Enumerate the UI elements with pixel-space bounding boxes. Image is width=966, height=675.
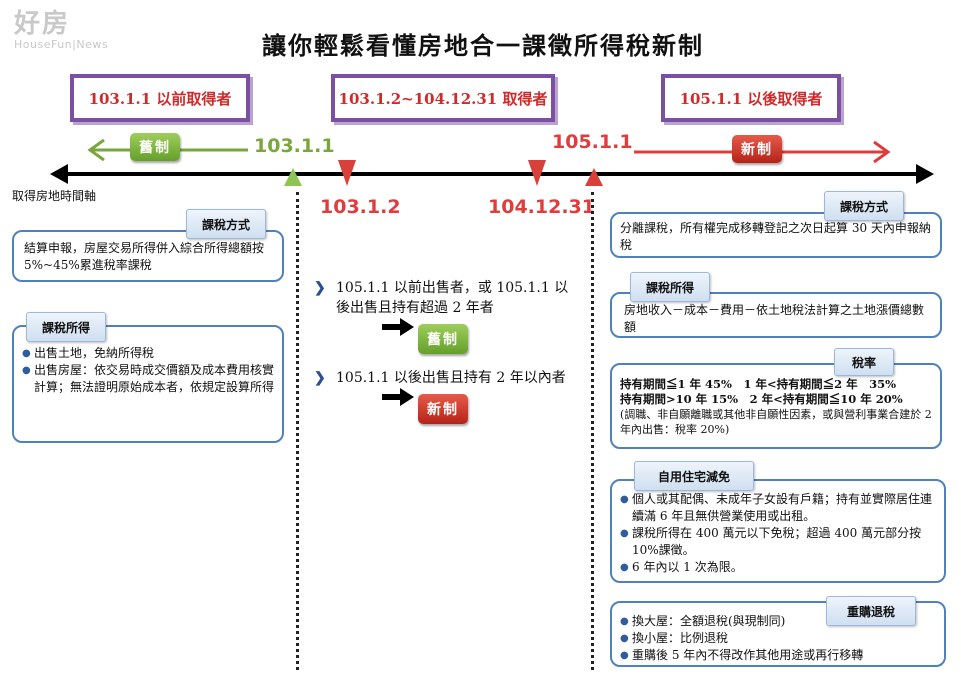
- left-income-list: 出售土地，免納所得稅 出售房屋：依交易時成交價額及成本費用核實計算；無法證明原始…: [22, 345, 274, 396]
- list-item: 換大屋：全額退稅(與現制同): [620, 613, 938, 630]
- rate-line-2: 持有期間>10 年 15% 2 年<持有期間≦10 年 20%: [620, 392, 903, 406]
- watermark-sub: HouseFun|News: [14, 38, 109, 51]
- axis-label: 取得房地時間軸: [12, 189, 97, 203]
- arrow-right-icon: [382, 388, 414, 406]
- date-104-12-31: 104.12.31: [488, 196, 595, 218]
- rate-line-1: 持有期間≦1 年 45% 1 年<持有期間≦2 年 35%: [620, 377, 897, 391]
- left-method-text: 結算申報，房屋交易所得併入綜合所得總額按 5%~45%累進稅率課稅: [24, 241, 265, 272]
- list-item: 個人或其配偶、未成年子女設有戶籍；持有並實際居住連續滿 6 年且無供營業使用或出…: [620, 491, 938, 525]
- chevron-right-icon: ❯: [314, 280, 326, 296]
- right-repurchase-box: 換大屋：全額退稅(與現制同) 換小屋：比例退稅 重購後 5 年內不得改作其他用途…: [610, 601, 946, 667]
- chevron-right-icon: ❯: [314, 370, 326, 386]
- badge-label: 舊制: [427, 332, 459, 348]
- rule2-text: 105.1.1 以後出售且持有 2 年以內者: [336, 370, 566, 386]
- left-income-box: 出售土地，免納所得稅 出售房屋：依交易時成交價額及成本費用核實計算；無法證明原始…: [12, 325, 284, 443]
- date-103-1-1: 103.1.1: [254, 135, 335, 157]
- tag-label: 自用住宅減免: [657, 469, 730, 484]
- marker-triangle-105-1-1: [585, 168, 603, 186]
- right-repurchase-tag: 重購退稅: [826, 596, 916, 626]
- tag-label: 課稅所得: [645, 280, 694, 295]
- period-label: 105.1.1 以後取得者: [679, 89, 823, 108]
- rate-note: (調職、非自願離職或其他非自願性因素，或與營利事業合建於 2 年內出售：稅率 2…: [620, 408, 932, 436]
- rule2-result-badge: 新制: [418, 394, 468, 424]
- list-item: 重購後 5 年內不得改作其他用途或再行移轉: [620, 647, 938, 664]
- period-box-before: 103.1.1 以前取得者: [70, 74, 250, 122]
- period-label: 103.1.1 以前取得者: [88, 89, 232, 108]
- page-title: 讓你輕鬆看懂房地合一課徵所得稅新制: [262, 31, 704, 60]
- watermark-logo: 好房 HouseFun|News: [14, 10, 108, 51]
- badge-label: 舊制: [139, 140, 171, 156]
- old-system-badge: 舊制: [130, 133, 180, 161]
- marker-triangle-103-1-2: [338, 160, 356, 186]
- right-rate-box: 持有期間≦1 年 45% 1 年<持有期間≦2 年 35% 持有期間>10 年 …: [610, 363, 942, 449]
- watermark-main: 好房: [14, 9, 71, 39]
- right-self-use-box: 個人或其配偶、未成年子女設有戶籍；持有並實際居住連續滿 6 年且無供營業使用或出…: [610, 479, 946, 583]
- timeline-graphic: [50, 138, 934, 186]
- tag-label: 稅率: [851, 355, 876, 370]
- right-method-box: 分離課稅，所有權完成移轉登記之次日起算 30 天內申報納稅: [610, 212, 942, 258]
- date-103-1-2: 103.1.2: [320, 196, 401, 218]
- separator-left: [296, 192, 299, 670]
- marker-triangle-103-1-1: [284, 168, 302, 186]
- self-use-list: 個人或其配偶、未成年子女設有戶籍；持有並實際居住連續滿 6 年且無供營業使用或出…: [620, 491, 938, 576]
- period-label: 103.1.2~104.12.31 取得者: [338, 89, 548, 108]
- badge-label: 新制: [427, 402, 459, 418]
- right-method-text: 分離課稅，所有權完成移轉登記之次日起算 30 天內申報納稅: [620, 221, 931, 252]
- marker-triangle-104-12-31: [528, 160, 546, 186]
- left-method-tag: 課稅方式: [186, 209, 266, 239]
- rule1-result-badge: 舊制: [418, 324, 468, 354]
- right-income-text: 房地收入－成本－費用－依土地稅法計算之土地漲價總數額: [624, 303, 925, 334]
- right-income-tag: 課稅所得: [630, 272, 710, 302]
- left-income-tag: 課稅所得: [26, 312, 106, 342]
- tag-label: 重購退稅: [846, 604, 895, 619]
- badge-label: 新制: [741, 142, 773, 158]
- period-box-middle: 103.1.2~104.12.31 取得者: [331, 74, 555, 122]
- new-system-badge: 新制: [732, 135, 782, 163]
- tag-label: 課稅方式: [201, 217, 250, 232]
- list-item: 6 年內以 1 次為限。: [620, 559, 938, 576]
- period-box-after: 105.1.1 以後取得者: [661, 74, 841, 122]
- right-rate-tag: 稅率: [834, 348, 894, 376]
- list-item: 出售房屋：依交易時成交價額及成本費用核實計算；無法證明原始成本者，依規定設算所得: [22, 362, 274, 396]
- right-self-use-tag: 自用住宅減免: [634, 461, 754, 491]
- list-item: 換小屋：比例退稅: [620, 630, 938, 647]
- tag-label: 課稅所得: [41, 320, 90, 335]
- arrow-right-icon: [382, 318, 414, 336]
- repurchase-list: 換大屋：全額退稅(與現制同) 換小屋：比例退稅 重購後 5 年內不得改作其他用途…: [620, 613, 938, 664]
- separator-right: [591, 192, 594, 670]
- right-method-tag: 課稅方式: [824, 191, 904, 221]
- date-105-1-1: 105.1.1: [552, 131, 633, 153]
- list-item: 出售土地，免納所得稅: [22, 345, 274, 362]
- list-item: 課稅所得在 400 萬元以下免稅；超過 400 萬元部分按 10%課徵。: [620, 525, 938, 559]
- timeline-axis: [50, 164, 934, 184]
- tag-label: 課稅方式: [839, 199, 888, 214]
- rule1-text: 105.1.1 以前出售者，或 105.1.1 以後出售且持有超過 2 年者: [336, 280, 569, 316]
